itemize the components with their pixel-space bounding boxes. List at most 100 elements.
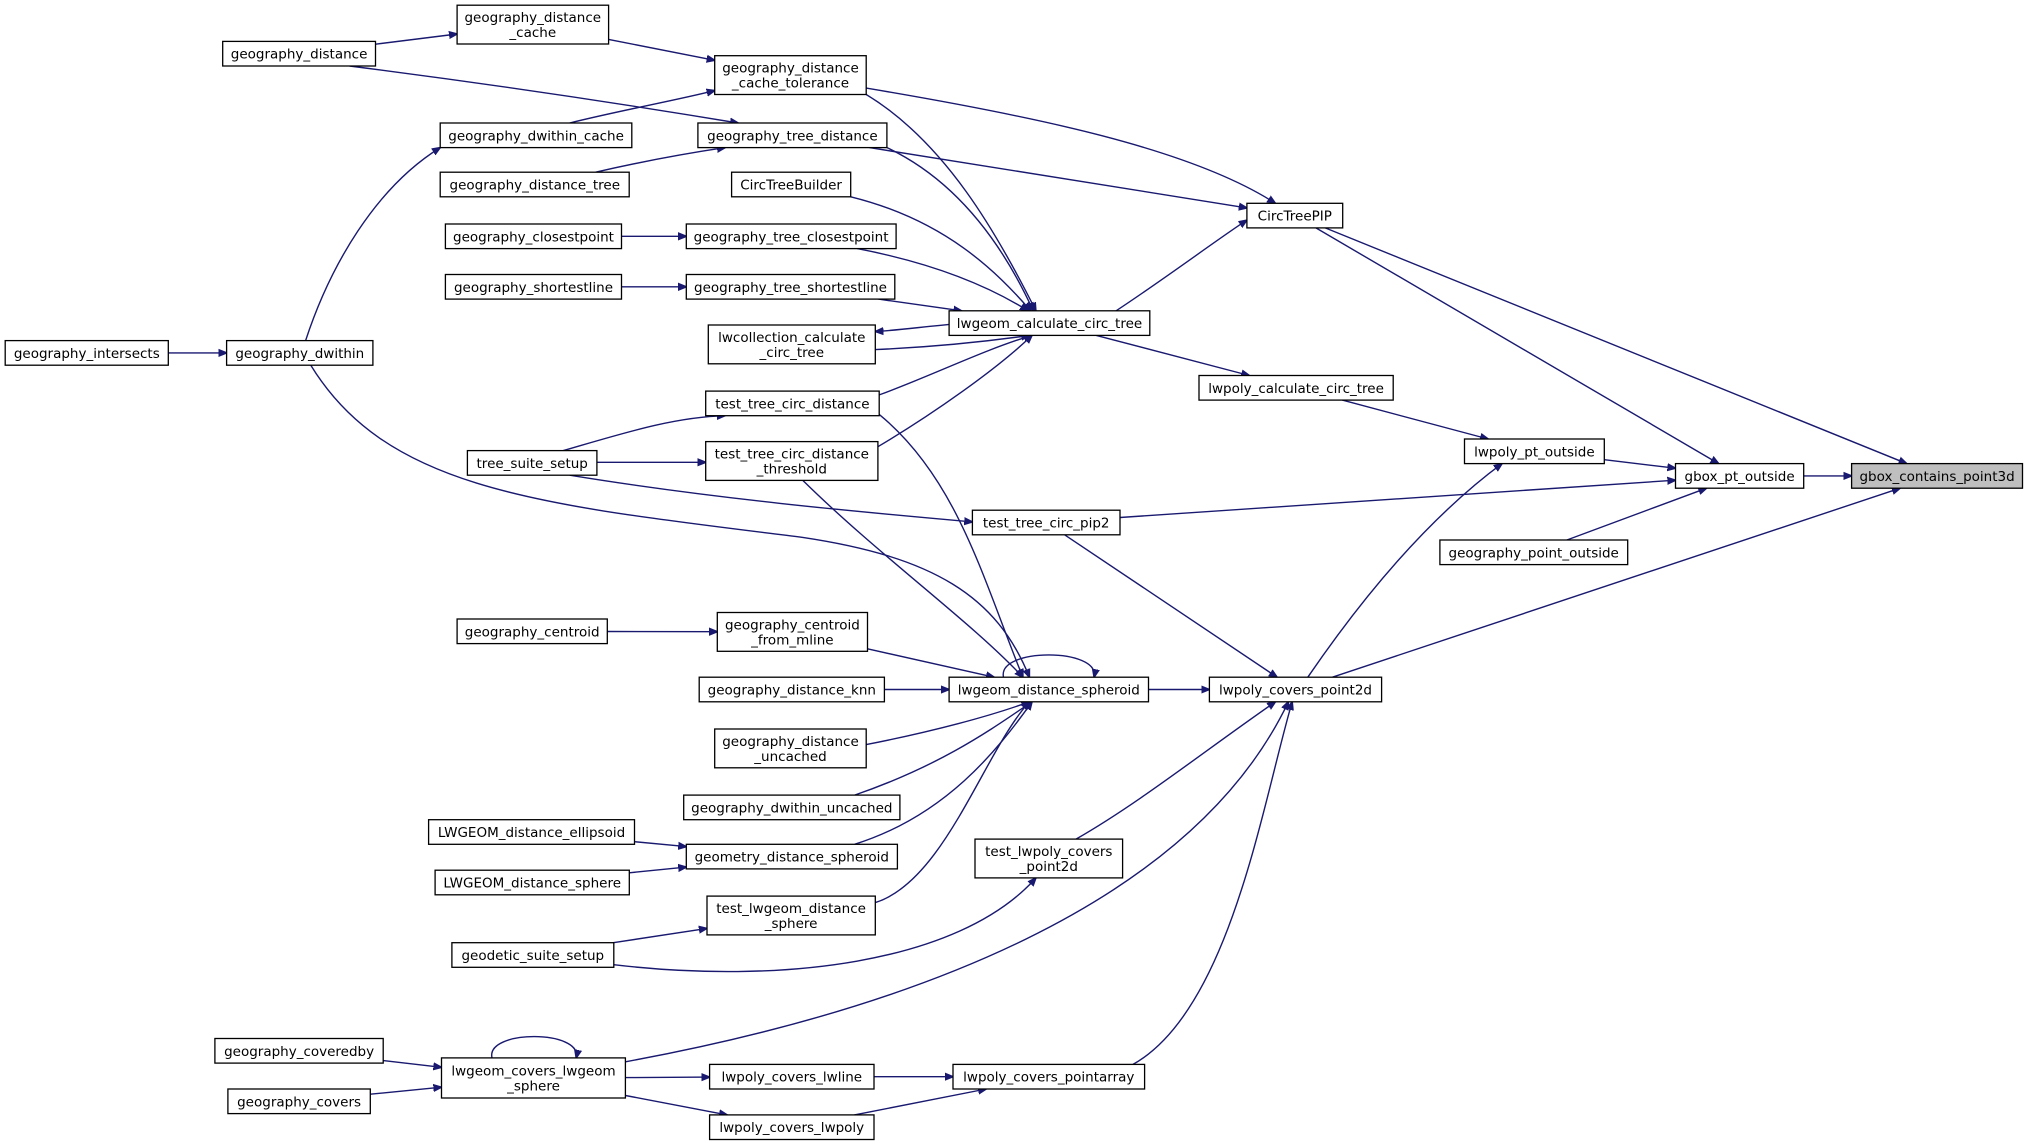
node-geography_distance_knn[interactable]: geography_distance_knn (698, 676, 886, 703)
node-box[interactable] (707, 324, 876, 365)
node-box[interactable] (439, 171, 630, 198)
node-geography_dwithin_cache[interactable]: geography_dwithin_cache (439, 122, 633, 149)
node-box[interactable] (697, 122, 888, 149)
node-box[interactable] (451, 942, 615, 968)
node-box[interactable] (456, 618, 608, 645)
node-box[interactable] (1674, 462, 1805, 489)
node-box[interactable] (1246, 202, 1344, 229)
node-box[interactable] (952, 1063, 1146, 1090)
node-box[interactable] (1463, 438, 1605, 465)
node-box[interactable] (225, 339, 374, 366)
node-test_tree_circ_distance[interactable]: test_tree_circ_distance (705, 390, 880, 417)
node-box[interactable] (974, 838, 1124, 879)
node-label: CircTreeBuilder (740, 178, 842, 194)
node-box[interactable] (440, 1057, 627, 1099)
node-box[interactable] (716, 611, 869, 652)
node-label: geography_tree_distance (707, 128, 878, 144)
node-test_lwgeom_distance_sphere[interactable]: test_lwgeom_distance_sphere (706, 895, 876, 936)
node-lwpoly_covers_lwpoly[interactable]: lwpoly_covers_lwpoly (708, 1114, 875, 1141)
node-box[interactable] (706, 895, 876, 936)
node-box[interactable] (456, 4, 610, 45)
node-box[interactable] (444, 223, 623, 250)
node-test_tree_circ_pip2[interactable]: test_tree_circ_pip2 (971, 509, 1121, 536)
node-box[interactable] (466, 449, 598, 476)
node-geography_distance_cache_tolerance[interactable]: geography_distance_cache_tolerance (714, 55, 867, 96)
node-geography_coveredby[interactable]: geography_coveredby (214, 1037, 384, 1064)
node-geography_centroid[interactable]: geography_centroid (456, 618, 608, 645)
node-geography_distance[interactable]: geography_distance (222, 40, 377, 67)
node-box[interactable] (708, 1063, 875, 1090)
node-tree_suite_setup[interactable]: tree_suite_setup (466, 449, 598, 476)
node-box[interactable] (214, 1037, 384, 1064)
node-box[interactable] (971, 509, 1121, 536)
node-geography_distance_cache[interactable]: geography_distance_cache (456, 4, 610, 45)
edge-geography_distance_tree-to-geography_tree_distance (595, 148, 726, 173)
node-box[interactable] (427, 819, 636, 845)
node-lwpoly_pt_outside[interactable]: lwpoly_pt_outside (1463, 438, 1605, 465)
node-box[interactable] (948, 676, 1150, 703)
edge-lwgeom_calculate_circ_tree-to-CircTreePIP (1115, 220, 1247, 312)
node-label: geometry_distance_spheroid (695, 850, 889, 866)
node-box[interactable] (434, 869, 630, 896)
node-test_tree_circ_distance_threshold[interactable]: test_tree_circ_distance_threshold (705, 440, 879, 482)
node-box[interactable] (685, 223, 897, 250)
node-test_lwpoly_covers_point2d[interactable]: test_lwpoly_covers_point2d (974, 838, 1124, 879)
node-box[interactable] (714, 55, 867, 96)
node-box[interactable] (439, 122, 633, 149)
node-box[interactable] (698, 676, 886, 703)
edge-line (1132, 702, 1292, 1066)
node-geography_tree_distance[interactable]: geography_tree_distance (697, 122, 888, 149)
node-label: geography_point_outside (1449, 545, 1619, 561)
node-geography_shortestline[interactable]: geography_shortestline (444, 273, 623, 300)
node-geography_point_outside[interactable]: geography_point_outside (1439, 539, 1629, 566)
node-geography_distance_uncached[interactable]: geography_distance_uncached (714, 728, 867, 769)
node-lwgeom_distance_spheroid[interactable]: lwgeom_distance_spheroid (948, 676, 1150, 703)
node-box[interactable] (683, 794, 901, 821)
node-box[interactable] (708, 1114, 875, 1141)
node-geography_distance_tree[interactable]: geography_distance_tree (439, 171, 630, 198)
node-CircTreeBuilder[interactable]: CircTreeBuilder (730, 171, 852, 198)
node-LWGEOM_distance_sphere[interactable]: LWGEOM_distance_sphere (434, 869, 630, 896)
node-geography_covers[interactable]: geography_covers (227, 1088, 371, 1115)
node-lwgeom_covers_lwgeom_sphere[interactable]: lwgeom_covers_lwgeom_sphere (440, 1057, 627, 1099)
node-box[interactable] (714, 728, 867, 769)
node-box[interactable] (685, 273, 896, 300)
node-lwpoly_covers_lwline[interactable]: lwpoly_covers_lwline (708, 1063, 875, 1090)
node-lwcollection_calculate_circ_tree[interactable]: lwcollection_calculate_circ_tree (707, 324, 876, 365)
edge-LWGEOM_distance_sphere-to-geometry_distance_spheroid (629, 867, 686, 874)
node-box[interactable] (1198, 374, 1394, 401)
edge-lwgeom_covers_lwgeom_sphere-to-lwpoly_covers_lwline (625, 1077, 709, 1078)
node-CircTreePIP[interactable]: CircTreePIP (1246, 202, 1344, 229)
node-box[interactable] (1850, 462, 2024, 489)
node-box[interactable] (948, 310, 1151, 337)
edge-line (802, 479, 1023, 677)
node-box[interactable] (685, 843, 899, 870)
node-geography_dwithin_uncached[interactable]: geography_dwithin_uncached (683, 794, 901, 821)
node-box[interactable] (227, 1088, 371, 1115)
edge-lwpoly_covers_point2d-to-gbox_contains_point3d (1332, 488, 1900, 678)
node-lwpoly_covers_point2d[interactable]: lwpoly_covers_point2d (1208, 676, 1383, 703)
node-box[interactable] (730, 171, 852, 198)
node-LWGEOM_distance_ellipsoid[interactable]: LWGEOM_distance_ellipsoid (427, 819, 636, 845)
node-geography_closestpoint[interactable]: geography_closestpoint (444, 223, 623, 250)
node-box[interactable] (444, 273, 623, 300)
node-lwpoly_covers_pointarray[interactable]: lwpoly_covers_pointarray (952, 1063, 1146, 1090)
edge-test_tree_circ_distance_threshold-to-lwgeom_distance_spheroid (802, 479, 1023, 677)
node-box[interactable] (4, 339, 169, 366)
node-geometry_distance_spheroid[interactable]: geometry_distance_spheroid (685, 843, 899, 870)
node-geodetic_suite_setup[interactable]: geodetic_suite_setup (451, 942, 615, 968)
node-geography_intersects[interactable]: geography_intersects (4, 339, 169, 366)
node-box[interactable] (222, 40, 377, 67)
node-gbox_contains_point3d[interactable]: gbox_contains_point3d (1850, 462, 2024, 489)
node-box[interactable] (1208, 676, 1383, 703)
node-gbox_pt_outside[interactable]: gbox_pt_outside (1674, 462, 1805, 489)
node-geography_dwithin[interactable]: geography_dwithin (225, 339, 374, 366)
node-box[interactable] (1439, 539, 1629, 566)
node-box[interactable] (705, 440, 879, 482)
node-box[interactable] (705, 390, 880, 417)
node-geography_tree_closestpoint[interactable]: geography_tree_closestpoint (685, 223, 897, 250)
node-lwgeom_calculate_circ_tree[interactable]: lwgeom_calculate_circ_tree (948, 310, 1151, 337)
node-geography_centroid_from_mline[interactable]: geography_centroid_from_mline (716, 611, 869, 652)
node-geography_tree_shortestline[interactable]: geography_tree_shortestline (685, 273, 896, 300)
node-lwpoly_calculate_circ_tree[interactable]: lwpoly_calculate_circ_tree (1198, 374, 1394, 401)
